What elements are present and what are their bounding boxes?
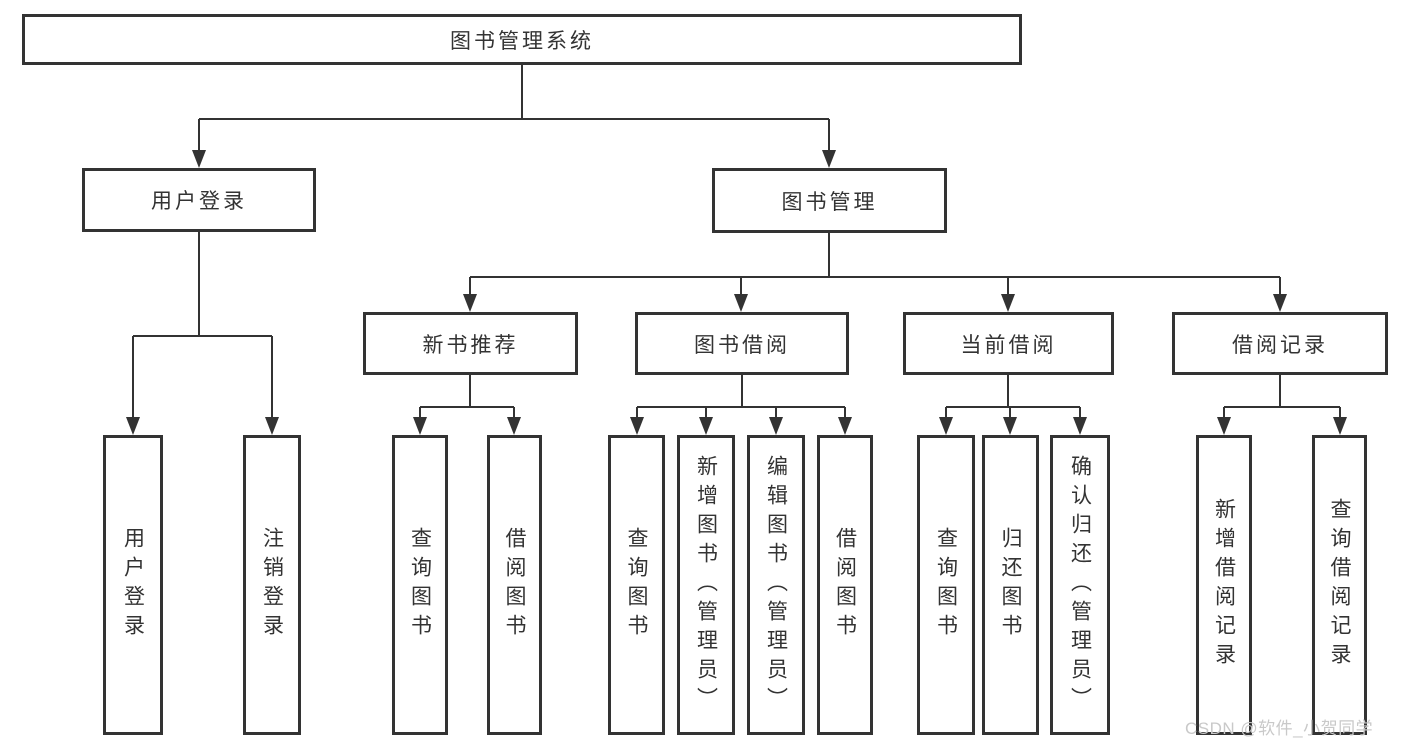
tree-edges [132,65,1341,419]
leaf-query-books-recommend: 查询图书 [392,435,448,735]
leaf-logout-label: 注销登录 [260,527,284,643]
csdn-watermark: CSDN @软件_小贺同学 [1185,719,1374,738]
node-book-borrow-label: 图书借阅 [694,333,790,357]
node-user-login-label: 用户登录 [151,190,247,213]
leaf-query-books-recommend-label: 查询图书 [408,527,432,643]
node-system-root-label: 图书管理系统 [450,29,594,53]
node-new-book-recommend: 新书推荐 [363,312,578,375]
arrowheads [126,150,1347,435]
leaf-return-books-label: 归还图书 [999,527,1022,643]
leaf-query-books-borrow: 查询图书 [608,435,665,735]
leaf-logout: 注销登录 [243,435,301,735]
node-book-management-label: 图书管理 [781,190,878,214]
node-borrow-records-label: 借阅记录 [1232,333,1328,357]
leaf-add-books-admin-label: 新增图书（管理员） [694,454,718,716]
leaf-add-borrow-record-label: 新增借阅记录 [1212,498,1236,672]
node-new-book-recommend-label: 新书推荐 [422,333,519,357]
leaf-user-login-label: 用户登录 [121,527,145,643]
node-book-borrow: 图书借阅 [635,312,849,375]
leaf-confirm-return-admin: 确认归还（管理员） [1050,435,1110,735]
leaf-add-borrow-record: 新增借阅记录 [1196,435,1252,735]
leaf-borrow-books: 借阅图书 [817,435,873,735]
leaf-query-books-current: 查询图书 [917,435,975,735]
leaf-borrow-books-recommend-label: 借阅图书 [503,527,526,643]
leaf-borrow-books-label: 借阅图书 [833,527,857,643]
node-current-borrow: 当前借阅 [903,312,1114,375]
node-borrow-records: 借阅记录 [1172,312,1388,375]
leaf-confirm-return-admin-label: 确认归还（管理员） [1068,454,1092,716]
leaf-query-books-current-label: 查询图书 [934,527,958,643]
leaf-user-login: 用户登录 [103,435,163,735]
leaf-edit-books-admin-label: 编辑图书（管理员） [764,454,788,716]
node-current-borrow-label: 当前借阅 [960,333,1057,357]
leaf-add-books-admin: 新增图书（管理员） [677,435,735,735]
node-system-root: 图书管理系统 [22,14,1022,65]
node-user-login: 用户登录 [82,168,316,232]
leaf-query-books-borrow-label: 查询图书 [625,527,648,643]
leaf-query-borrow-record: 查询借阅记录 [1312,435,1367,735]
node-book-management: 图书管理 [712,168,947,233]
leaf-borrow-books-recommend: 借阅图书 [487,435,542,735]
leaf-edit-books-admin: 编辑图书（管理员） [747,435,805,735]
leaf-query-borrow-record-label: 查询借阅记录 [1328,498,1351,672]
leaf-return-books: 归还图书 [982,435,1039,735]
